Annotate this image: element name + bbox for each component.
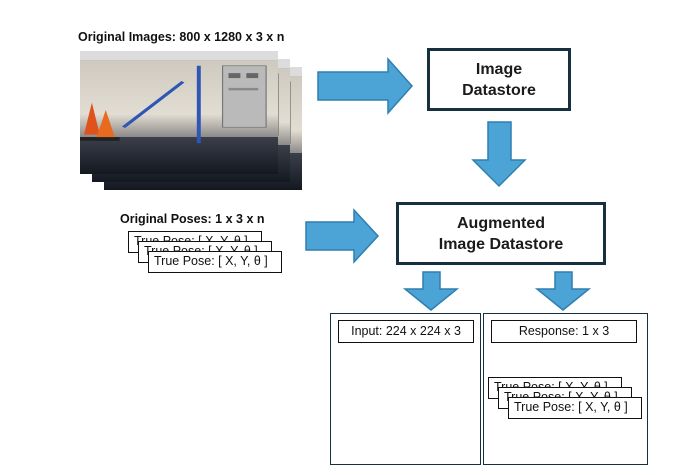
- augmented-datastore-line2: Image Datastore: [438, 235, 564, 253]
- augmented-datastore-line1: Augmented: [457, 214, 545, 232]
- arrow-down-response: [534, 271, 592, 311]
- response-pose-card-front: True Pose: [ X, Y, θ ]: [508, 397, 642, 419]
- arrow-right-images: [317, 57, 414, 115]
- image-datastore-line1: Image: [475, 60, 523, 78]
- arrow-down-datastore: [471, 121, 527, 188]
- input-label: Input: 224 x 224 x 3: [338, 320, 474, 343]
- response-label: Response: 1 x 3: [491, 320, 637, 343]
- augmented-datastore-block: Augmented Image Datastore: [396, 202, 606, 265]
- arrow-down-input: [402, 271, 460, 311]
- arrow-right-poses: [305, 208, 380, 264]
- pose-card-front: True Pose: [ X, Y, θ ]: [148, 251, 282, 273]
- image-datastore-line2: Datastore: [462, 81, 536, 99]
- image-datastore-block: Image Datastore: [427, 48, 571, 111]
- original-poses-caption: Original Poses: 1 x 3 x n: [120, 212, 265, 226]
- original-images-caption: Original Images: 800 x 1280 x 3 x n: [78, 30, 285, 44]
- original-image-stack: [78, 49, 304, 192]
